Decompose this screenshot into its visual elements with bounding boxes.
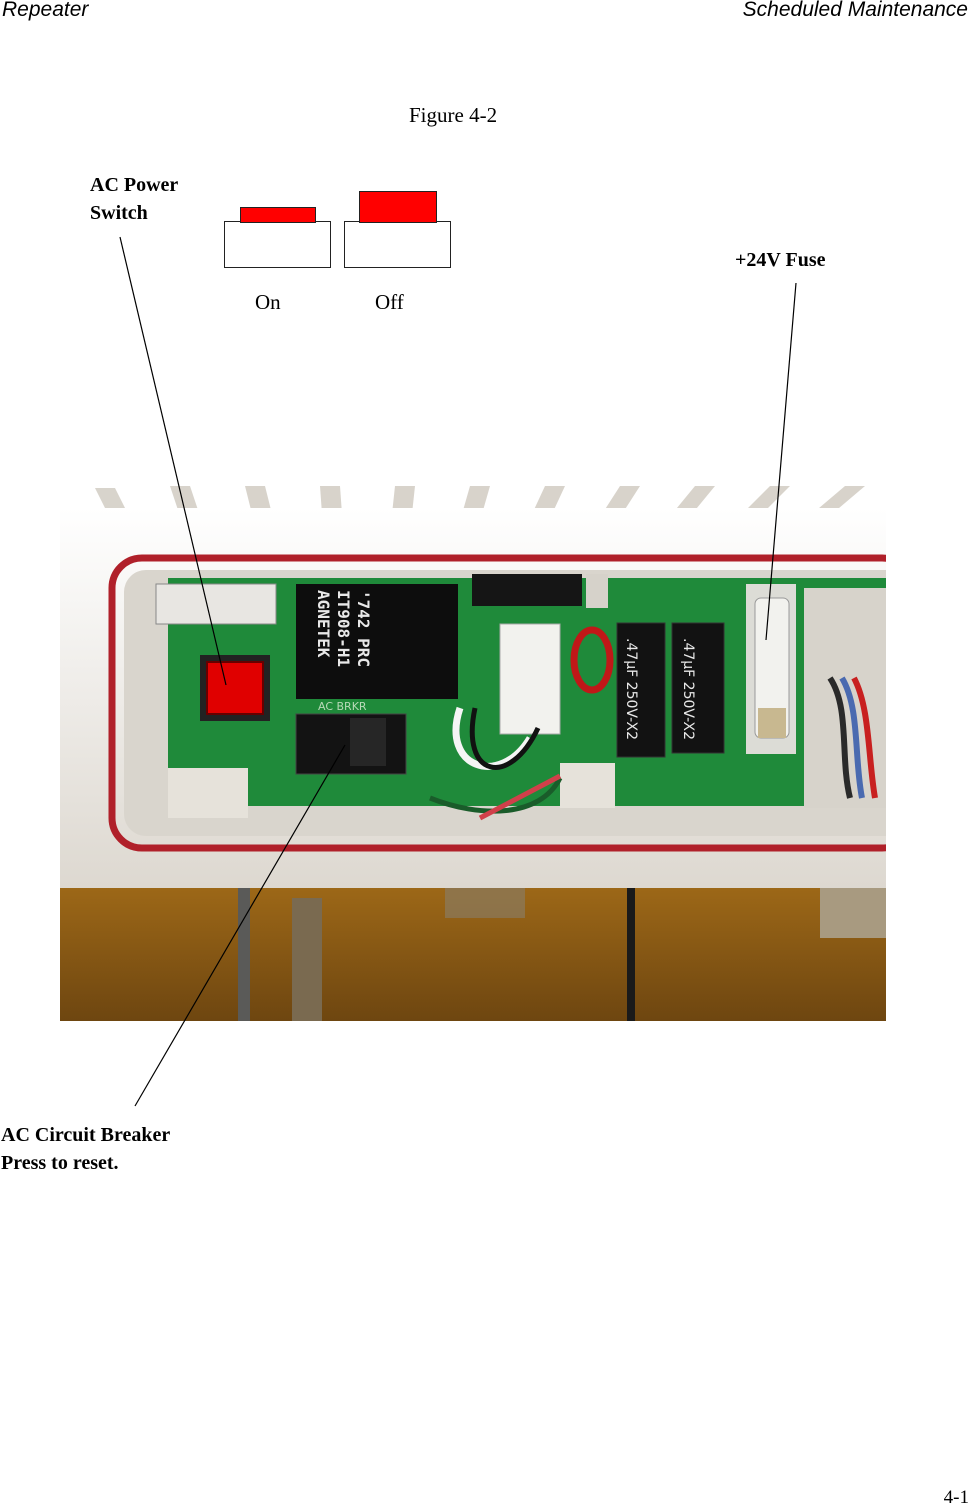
switch-on-label: On xyxy=(255,290,281,314)
ac-power-switch-label: AC Power Switch xyxy=(90,171,178,227)
breaker-silkscreen: AC BRKR xyxy=(318,700,367,713)
ac-circuit-breaker-label: AC Circuit Breaker Press to reset. xyxy=(1,1121,170,1177)
switch-off-diagram xyxy=(344,191,451,268)
ac-power-switch-label-line2: Switch xyxy=(90,202,148,224)
page-number: 4-1 xyxy=(943,1487,969,1508)
switch-off-label: Off xyxy=(375,290,404,314)
capacitor-1-text: .47µF 250V-X2 xyxy=(623,638,639,740)
switch-on-cap xyxy=(240,207,316,223)
switch-on-diagram xyxy=(224,207,331,268)
ac-power-switch-label-line1: AC Power xyxy=(90,174,179,196)
switch-off-cap xyxy=(359,191,437,223)
running-header-left: Repeater xyxy=(2,0,89,21)
ac-circuit-breaker-label-line1: AC Circuit Breaker xyxy=(1,1124,171,1146)
capacitor-2-text: .47µF 250V-X2 xyxy=(680,638,696,740)
fuse-label: +24V Fuse xyxy=(735,249,826,271)
running-header-right: Scheduled Maintenance xyxy=(742,0,968,21)
relay-text-1: AGNETEK xyxy=(314,590,333,658)
ac-circuit-breaker-label-line2: Press to reset. xyxy=(1,1152,119,1174)
relay-text-3: '742 PRC xyxy=(354,590,373,667)
repeater-board-photo: AGNETEK IT908-H1 '742 PRC AC BRKR .47µF … xyxy=(60,378,886,1021)
figure-caption: Figure 4-2 xyxy=(409,103,498,127)
relay-text-2: IT908-H1 xyxy=(334,590,353,667)
